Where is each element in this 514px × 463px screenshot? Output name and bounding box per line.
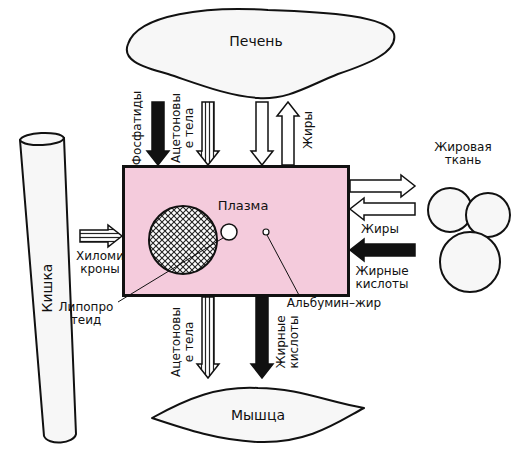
transport-arrow: [277, 102, 299, 165]
plasma-box: Плазма: [122, 165, 350, 297]
transport-arrow: [80, 225, 122, 247]
substance-label: Жиры: [355, 223, 405, 236]
node-label: Плазма: [198, 199, 288, 214]
particle-label: Липопротеид: [57, 301, 115, 328]
particle-label: Альбумин–жир: [284, 297, 384, 310]
connector-group: [80, 102, 415, 378]
node-label: Печень: [211, 34, 301, 50]
intestine-organ: Кишка: [10, 128, 80, 446]
liver-organ-outline: [118, 4, 398, 102]
muscle-organ: Мышца: [148, 378, 368, 450]
intestine-organ-shape: [20, 138, 76, 443]
substance-label: Фосфатиды: [131, 88, 144, 168]
transport-arrow: [197, 102, 219, 165]
leader-line: [267, 235, 300, 297]
transport-arrow: [251, 102, 273, 165]
liver-organ-shape: [127, 9, 395, 98]
transport-arrow: [350, 198, 415, 220]
intestine-organ-shape: [20, 133, 64, 145]
chylomicron-particle: [149, 206, 217, 274]
albumin-particle: [263, 229, 269, 235]
lipoprotein-particle: [221, 224, 237, 240]
node-label: Жировая ткань: [423, 141, 503, 168]
liver-organ: Печень: [118, 4, 398, 102]
substance-label: Жиры: [302, 105, 315, 155]
node-label: Мышца: [213, 408, 303, 424]
fat-cell: [466, 193, 510, 237]
substance-label: Жирные кислоты: [275, 305, 302, 379]
substance-label: Ацетоновые тела: [170, 305, 197, 379]
transport-arrow: [147, 102, 169, 165]
substance-label: Жирные кислоты: [351, 265, 413, 292]
fat-cell: [428, 188, 472, 232]
muscle-organ-shape: [152, 388, 364, 442]
substance-label: Ацетоновые тела: [170, 91, 197, 165]
fat-cell: [440, 232, 500, 292]
adipose-tissue: Жировая ткань: [415, 146, 511, 300]
adipose-tissue-outline: [415, 146, 511, 300]
substance-label: Хиломикроны: [73, 250, 127, 277]
transport-arrow: [251, 297, 273, 378]
transport-arrow: [350, 175, 415, 197]
node-label: Кишка: [40, 248, 56, 328]
transport-arrow: [197, 297, 219, 378]
leader-line: [118, 238, 223, 302]
transport-arrow: [350, 239, 415, 261]
